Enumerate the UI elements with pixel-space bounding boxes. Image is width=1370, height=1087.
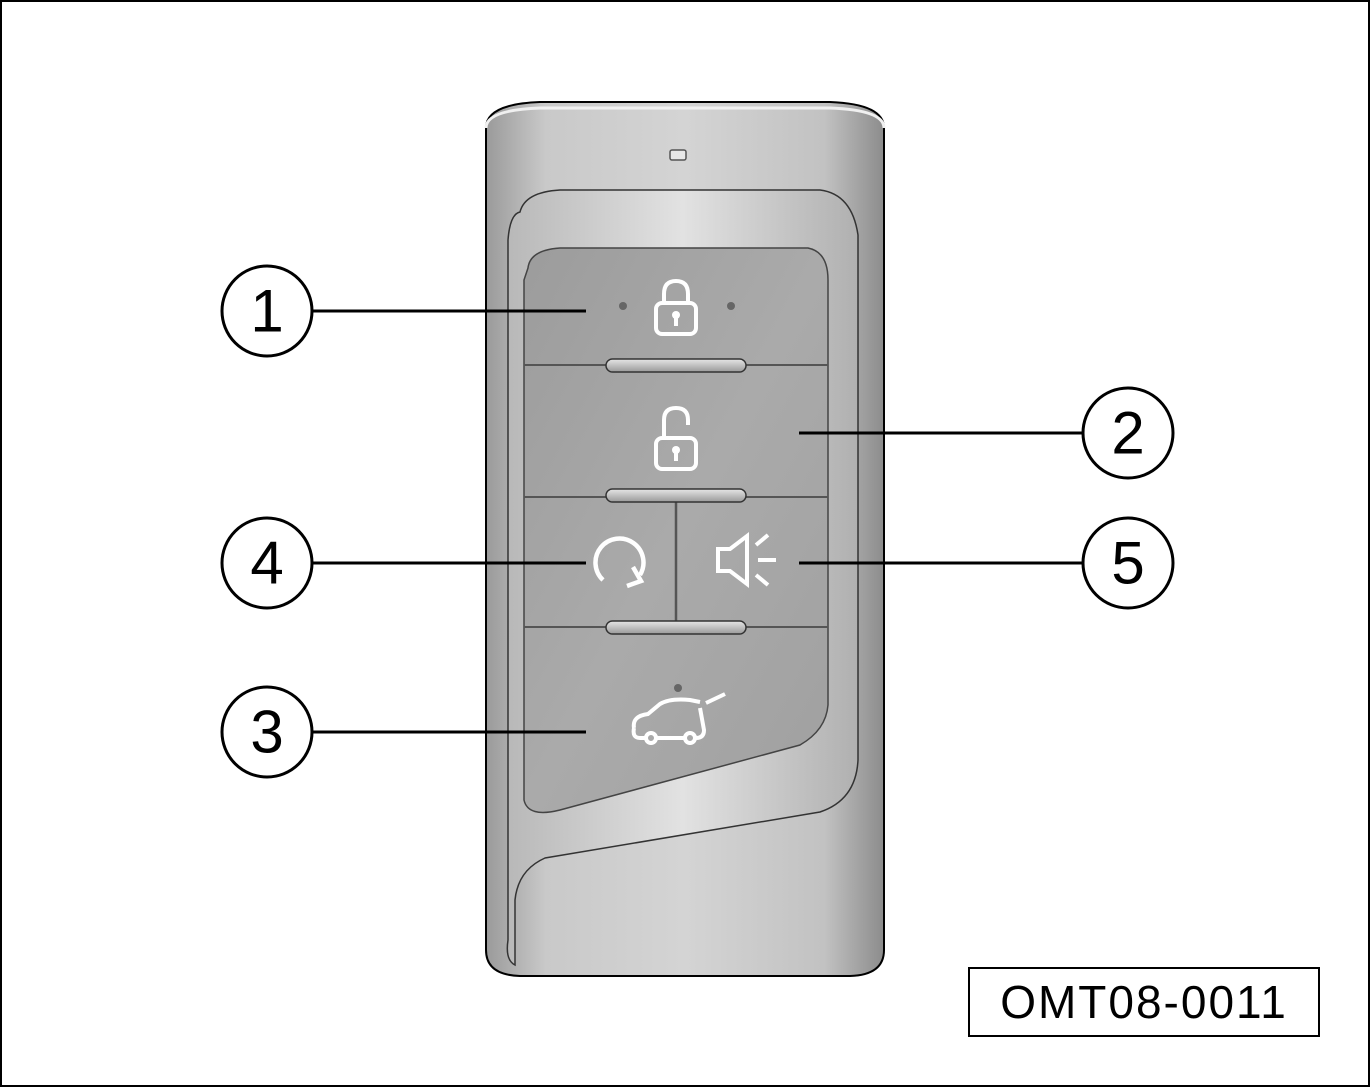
callout-1: 1	[220, 264, 586, 358]
callout-4: 4	[220, 516, 586, 610]
unlock-button[interactable]	[530, 375, 822, 487]
callout-2: 2	[799, 386, 1175, 480]
callout-number: 5	[1111, 530, 1144, 597]
figure-reference-box: OMT08-0011	[968, 967, 1320, 1037]
led-indicator	[669, 149, 687, 161]
callout-number: 4	[250, 530, 283, 597]
button-separators	[524, 358, 828, 635]
tailgate-button[interactable]	[530, 640, 822, 790]
callout-3: 3	[220, 685, 586, 779]
callout-number: 1	[250, 278, 283, 345]
figure-reference-code: OMT08-0011	[1000, 976, 1288, 1028]
lock-button[interactable]	[530, 255, 822, 359]
remote-start-button[interactable]	[526, 505, 672, 623]
car-tailgate-icon	[631, 692, 726, 745]
speaker-sound-icon	[716, 531, 776, 589]
circular-arrow-icon	[593, 536, 646, 589]
callout-number: 3	[250, 699, 283, 766]
horn-button[interactable]	[680, 505, 826, 623]
callout-5: 5	[799, 516, 1175, 610]
padlock-closed-icon	[654, 278, 698, 336]
padlock-open-icon	[654, 405, 698, 471]
callout-number: 2	[1111, 400, 1144, 467]
